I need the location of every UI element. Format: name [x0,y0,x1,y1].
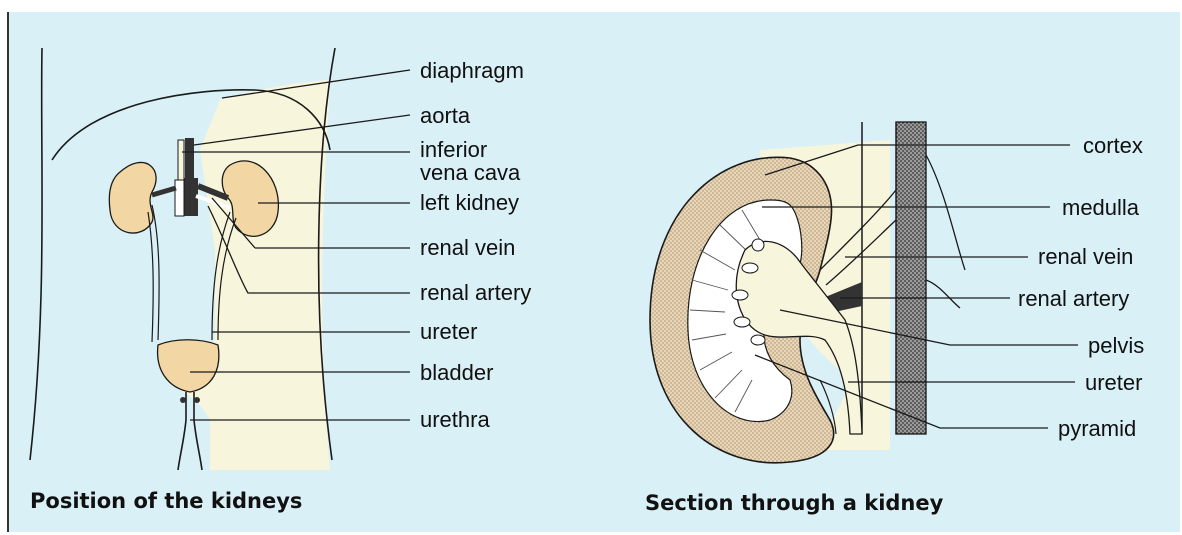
label-urethra: urethra [420,407,490,432]
label-ureter: ureter [420,319,477,344]
label-medulla: medulla [1062,195,1140,220]
label-inferior-vena-cava-1: inferior [420,137,487,162]
label-renal-artery-section: renal artery [1018,286,1129,311]
label-cortex: cortex [1083,133,1143,158]
label-pyramid: pyramid [1058,416,1136,441]
sphincter-right [194,397,200,403]
label-renal-vein: renal vein [420,235,515,260]
caption-section-through-kidney: Section through a kidney [645,491,944,515]
label-inferior-vena-cava-2: vena cava [420,160,521,185]
vena-cava-lower [175,180,184,216]
caption-position-of-kidneys: Position of the kidneys [30,489,302,513]
aorta-column [896,122,926,434]
sphincter-left [180,397,186,403]
vena-cava-vessel [178,140,184,180]
label-diaphragm: diaphragm [420,58,524,83]
panel-background [8,12,1180,532]
label-bladder: bladder [420,360,493,385]
label-pelvis: pelvis [1088,333,1144,358]
label-left-kidney: left kidney [420,190,519,215]
label-ureter-section: ureter [1085,370,1142,395]
label-renal-vein-section: renal vein [1038,244,1133,269]
label-aorta: aorta [420,103,471,128]
aorta-vessel [185,138,194,178]
label-renal-artery: renal artery [420,280,531,305]
